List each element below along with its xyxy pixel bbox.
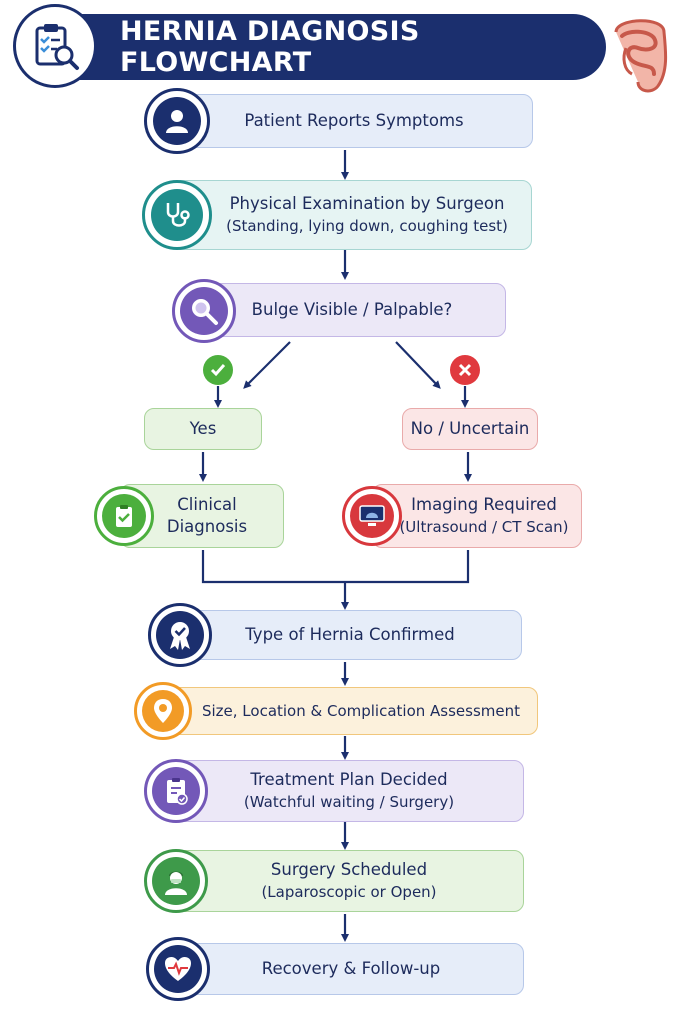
node-surgery-scheduled: Surgery Scheduled (Laparoscopic or Open) [174,850,524,912]
node-treatment-plan: Treatment Plan Decided (Watchful waiting… [174,760,524,822]
node-type-confirmed: Type of Hernia Confirmed [178,610,522,660]
node-label: Size, Location & Complication Assessment [201,702,521,720]
node-label: Bulge Visible / Palpable? [251,300,453,319]
award-ribbon-icon [148,603,212,667]
node-label-line1: Surgery Scheduled [270,860,428,879]
intestine-icon [608,12,672,96]
patient-icon [144,88,210,154]
node-label-line2: (Ultrasound / CT Scan) [399,518,569,536]
node-bulge-visible: Bulge Visible / Palpable? [198,283,506,337]
node-label-line1: Physical Examination by Surgeon [229,194,505,213]
node-size-location: Size, Location & Complication Assessment [158,687,538,735]
arrow-bulge-no-branch [395,341,441,389]
node-patient-symptoms: Patient Reports Symptoms [175,94,533,148]
arrow-bulge-yes-branch [243,341,291,389]
node-label-line1: Treatment Plan Decided [250,770,448,789]
node-label: Patient Reports Symptoms [244,111,464,130]
clipboard-search-icon [13,4,97,88]
node-label-line2: Diagnosis [166,517,248,536]
node-label: Type of Hernia Confirmed [245,625,455,644]
checkmark-icon [203,355,233,385]
merge-line [201,550,470,584]
node-label-line1: Imaging Required [411,495,557,514]
cross-icon [450,355,480,385]
node-imaging-required: Imaging Required (Ultrasound / CT Scan) [372,484,582,548]
location-pin-icon [134,682,192,740]
node-label: No / Uncertain [410,419,530,438]
node-label-line2: (Watchful waiting / Surgery) [243,793,455,811]
node-physical-examination: Physical Examination by Surgeon (Standin… [172,180,532,250]
clipboard-check-icon [94,486,154,546]
node-label: Recovery & Follow-up [261,959,441,978]
clipboard-checklist-icon [144,759,208,823]
node-yes: Yes [144,408,262,450]
node-recovery-followup: Recovery & Follow-up [178,943,524,995]
ultrasound-monitor-icon [342,486,402,546]
node-label: Yes [189,419,217,438]
node-label-line2: (Laparoscopic or Open) [261,883,437,901]
magnifier-icon [172,279,236,343]
page-title: HERNIA DIAGNOSIS FLOWCHART [120,16,420,78]
node-label-line2: (Standing, lying down, coughing test) [226,217,508,235]
stethoscope-icon [142,180,212,250]
title-banner: HERNIA DIAGNOSIS FLOWCHART [20,14,606,80]
heartbeat-icon [146,937,210,1001]
node-label-line1: Clinical [177,495,237,514]
surgeon-icon [144,849,208,913]
node-no-uncertain: No / Uncertain [402,408,538,450]
